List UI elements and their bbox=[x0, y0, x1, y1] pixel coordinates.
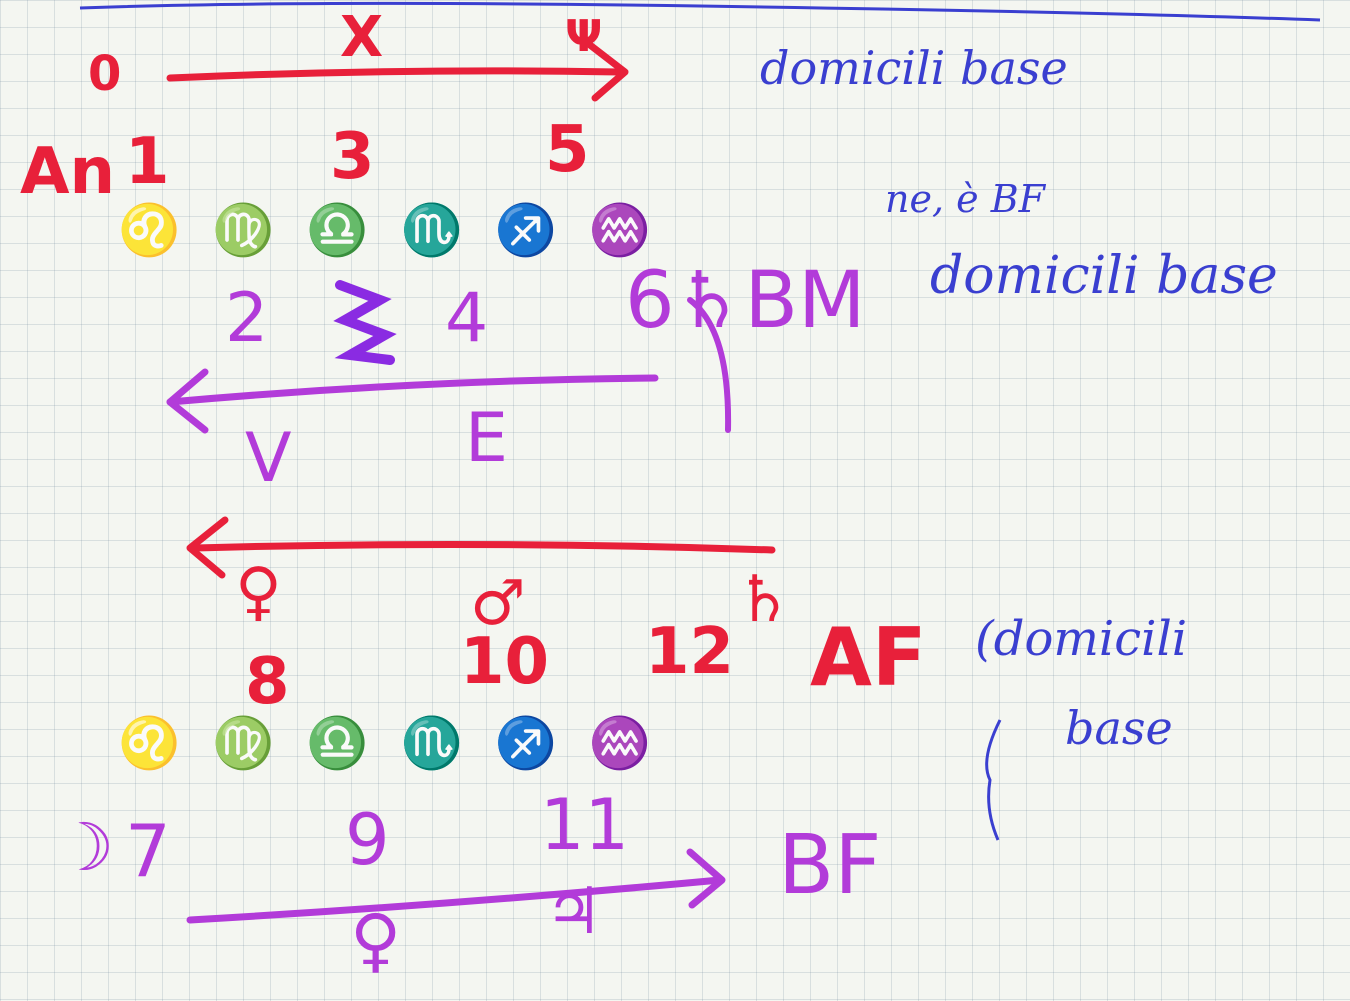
number-11: 11 bbox=[540, 784, 630, 866]
number-8: 8 bbox=[245, 645, 290, 719]
arrowhead-row2 bbox=[166, 368, 209, 434]
label-af: AF bbox=[810, 611, 927, 704]
arrowhead-row3 bbox=[186, 516, 229, 579]
brace bbox=[985, 719, 1002, 841]
arrow-row1 bbox=[166, 67, 624, 82]
mars-symbol: ♂ bbox=[470, 566, 526, 639]
number-5: 5 bbox=[545, 113, 590, 187]
label-x: X bbox=[340, 5, 384, 70]
base-3: base bbox=[1065, 701, 1173, 755]
domicili-base-1: domicili base bbox=[760, 41, 1068, 95]
arrowhead-row1 bbox=[586, 41, 629, 102]
number-9: 9 bbox=[345, 799, 390, 881]
circle-zero: 0 bbox=[88, 46, 122, 102]
number-10: 10 bbox=[460, 625, 550, 699]
arrow-row2 bbox=[166, 374, 659, 406]
number-4: 4 bbox=[445, 279, 489, 358]
number-12: 12 bbox=[645, 615, 735, 689]
label-e: E bbox=[465, 399, 508, 478]
arrow-row3 bbox=[191, 540, 776, 554]
number-2: 2 bbox=[225, 279, 269, 358]
venus-symbol-row4: ♀ bbox=[350, 899, 402, 981]
arrowhead-row4 bbox=[686, 848, 726, 909]
label-am: An bbox=[20, 135, 116, 209]
label-v: V bbox=[245, 419, 292, 498]
number-3: 3 bbox=[330, 120, 375, 194]
label-bf: BF bbox=[778, 818, 882, 913]
domicili-base-2: domicili base bbox=[930, 246, 1278, 306]
number-7: 7 bbox=[125, 809, 171, 893]
venus-symbol-row3: ♀ bbox=[235, 555, 282, 629]
label-psi: Ψ bbox=[565, 11, 603, 62]
bracket-row2 bbox=[687, 297, 732, 433]
top-scribble bbox=[79, 1, 1321, 22]
jupiter-symbol: ♃ bbox=[545, 875, 603, 949]
domicili-3: (domicili bbox=[975, 611, 1188, 667]
arrow-row4 bbox=[186, 876, 724, 924]
number-1: 1 bbox=[125, 125, 170, 199]
scribble-mark bbox=[333, 280, 397, 365]
saturn-symbol: ♄ bbox=[735, 563, 793, 637]
label-6-bm: 6♄BM bbox=[625, 256, 866, 346]
note-ne-bf: ne, è BF bbox=[885, 177, 1045, 221]
zodiac-signs-row-a: ♌ ♍ ♎ ♏ ♐ ♒ bbox=[118, 201, 660, 259]
zodiac-signs-row-b: ♌ ♍ ♎ ♏ ♐ ♒ bbox=[118, 714, 660, 772]
moon-symbol: ☽ bbox=[55, 809, 115, 886]
